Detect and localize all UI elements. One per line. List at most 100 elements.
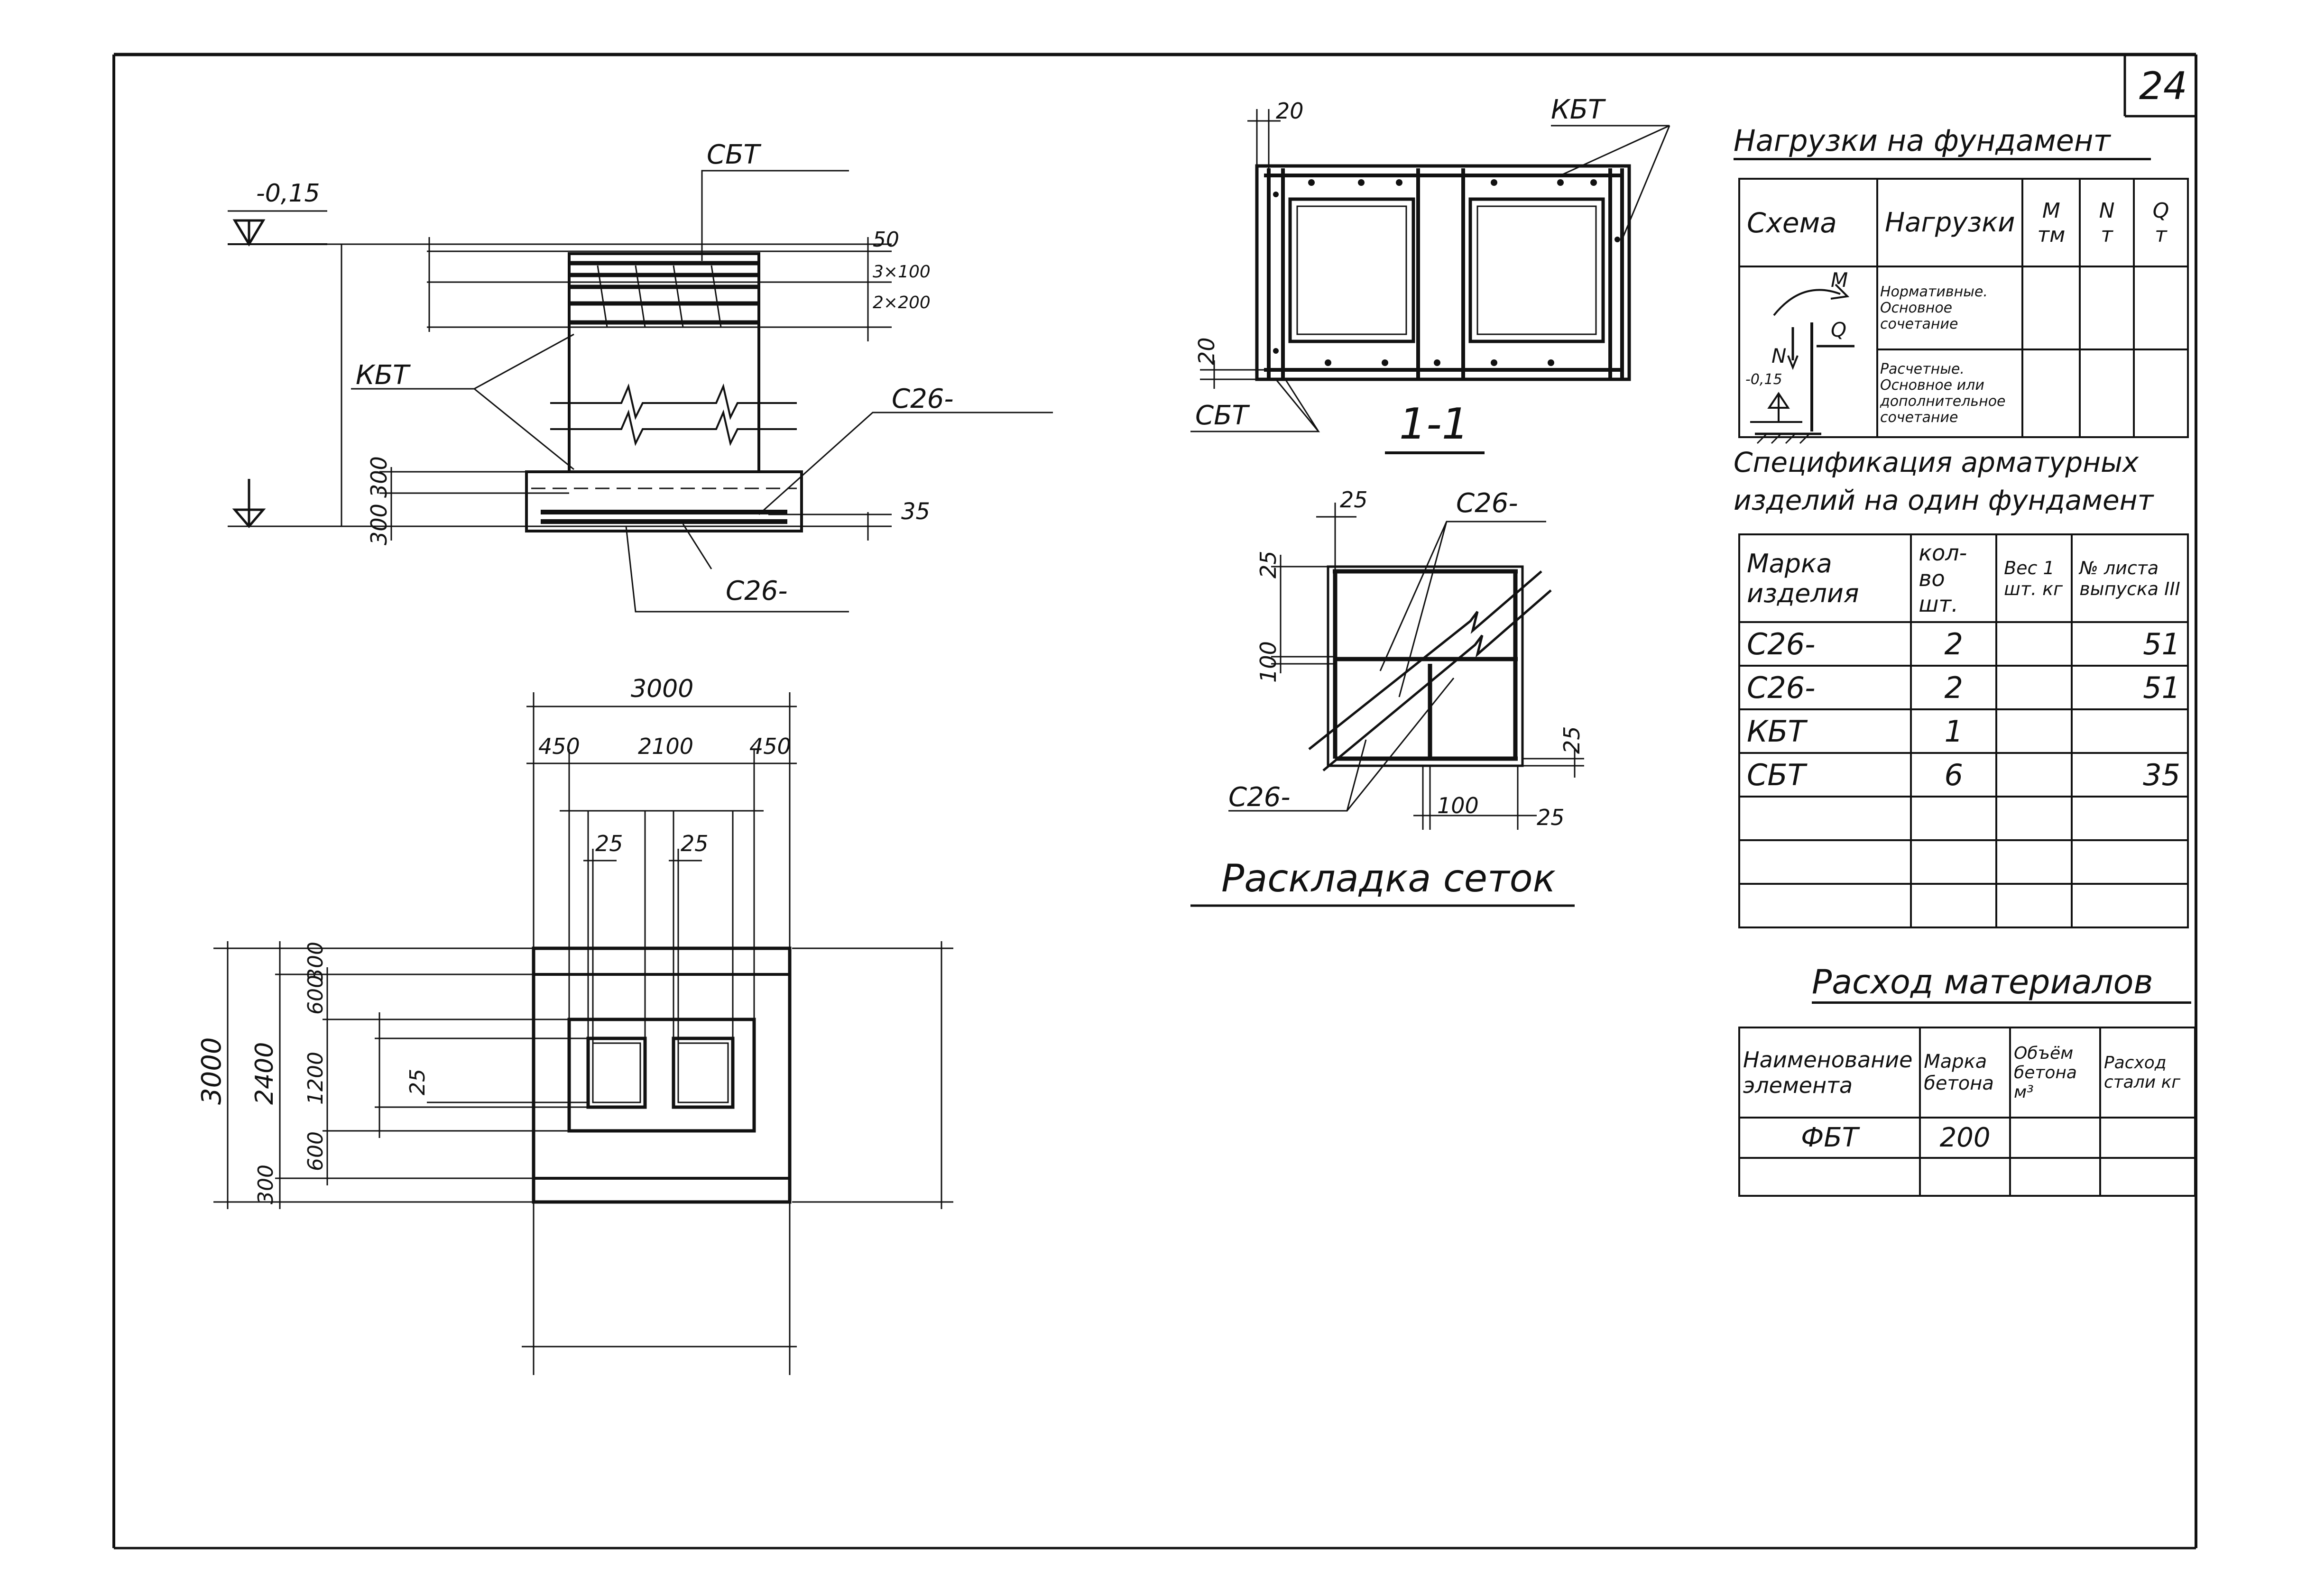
- material-table-title: Расход материалов: [1812, 963, 2191, 1004]
- spec-row-empty: [1738, 796, 2189, 841]
- spec-cell: [1738, 839, 1912, 885]
- loads-cell: [2132, 349, 2189, 438]
- label-c26-b: С26-: [726, 576, 788, 606]
- spec-cell: [1995, 796, 2073, 841]
- rebar-sbt: [569, 261, 759, 325]
- spec-cell: [1738, 883, 1912, 928]
- dim-top-450-left: 450: [538, 734, 580, 759]
- label-kbt: КБТ: [356, 360, 411, 391]
- dim-50: 50: [873, 228, 899, 252]
- material-header-row: Наименование элемента Марка бетона Объём…: [1738, 1027, 2196, 1119]
- spec-row-empty: [1738, 883, 2189, 928]
- mesh-dim-25-bottom: 25: [1537, 805, 1565, 830]
- loads-cell: [2021, 266, 2081, 350]
- spec-row: С26- 2 51: [1738, 621, 2189, 667]
- spec-cell: [1738, 796, 1912, 841]
- spec-row-qty: 1: [1910, 708, 1998, 754]
- material-cell: [1919, 1157, 2011, 1197]
- spec-row: КБТ 1: [1738, 708, 2189, 754]
- mesh-layout: 25 25 100 25 100 25 С26- С26- Раскладка …: [1190, 487, 1585, 907]
- material-cell: [2099, 1157, 2196, 1197]
- spec-row-sheet: [2071, 708, 2189, 754]
- spec-header-sheet: № листа выпуска III: [2071, 533, 2189, 623]
- mesh-label-c26-a: С26-: [1456, 488, 1518, 519]
- mesh-label-c26-b: С26-: [1228, 782, 1291, 813]
- spec-header-row: Марка изделия кол-во шт. Вес 1 шт. кг № …: [1738, 533, 2189, 623]
- loads-row-design-label: Расчетные. Основное или дополнительное с…: [1876, 349, 2024, 438]
- dim-top-2100: 2100: [638, 734, 693, 759]
- spec-cell: [1910, 839, 1998, 885]
- material-row-volume: [2009, 1117, 2101, 1159]
- dim-gap-25-a: 25: [595, 831, 623, 856]
- dim-2x200: 2×200: [873, 293, 931, 312]
- level-marker-bottom: [232, 479, 266, 528]
- spec-table: Марка изделия кол-во шт. Вес 1 шт. кг № …: [1738, 533, 2189, 928]
- label-sbt: СБТ: [707, 139, 762, 170]
- spec-row-empty: [1738, 839, 2189, 885]
- rebar-c26: [541, 510, 787, 524]
- section-title: 1-1: [1399, 399, 1469, 449]
- loads-header-scheme: Схема: [1738, 178, 1878, 267]
- spec-row-weight: [1995, 752, 2073, 798]
- loads-cell: [2079, 266, 2135, 350]
- spec-row-sheet: 51: [2071, 665, 2189, 710]
- loads-scheme-cell: [1738, 266, 1878, 438]
- spec-row-mark: КБТ: [1738, 708, 1912, 754]
- material-row-grade: 200: [1919, 1117, 2011, 1159]
- dim-300-a: 300: [366, 504, 392, 545]
- material-row-empty: [1738, 1157, 2196, 1197]
- dim-3x100: 3×100: [873, 262, 931, 282]
- material-cell: [2009, 1157, 2101, 1197]
- mesh-dim-25-left: 25: [1255, 550, 1281, 578]
- spec-cell: [2071, 839, 2189, 885]
- mesh-dim-100-left: 100: [1255, 641, 1281, 683]
- spec-row-mark: СБТ: [1738, 752, 1912, 798]
- material-row-steel: [2099, 1117, 2196, 1159]
- material-header-name: Наименование элемента: [1738, 1027, 1921, 1119]
- loads-cell: [2021, 349, 2081, 438]
- spec-header-qty: кол-во шт.: [1910, 533, 1998, 623]
- spec-table-title: Спецификация арматурных изделий на один …: [1734, 446, 2154, 516]
- dim-35: 35: [901, 498, 930, 525]
- loads-header-row: Схема Нагрузки М тм N т Q т: [1738, 178, 2189, 267]
- dim-gap-25-b: 25: [681, 831, 709, 856]
- loads-header-q: Q т: [2132, 178, 2189, 267]
- loads-row-normative-label: Нормативные. Основное сочетание: [1876, 266, 2024, 350]
- dim-left-300-top: 300: [304, 942, 328, 981]
- section-label-sbt: СБТ: [1195, 400, 1250, 431]
- level-marker-top: [232, 219, 266, 247]
- loads-cell: [2079, 349, 2135, 438]
- material-cell: [1738, 1157, 1921, 1197]
- dim-left-600-top: 600: [304, 975, 328, 1015]
- loads-header-m: М тм: [2021, 178, 2081, 267]
- material-row-name: ФБТ: [1738, 1117, 1921, 1159]
- spec-row-sheet: 51: [2071, 621, 2189, 667]
- dim-left-1200: 1200: [304, 1052, 328, 1105]
- spec-row: С26- 2 51: [1738, 665, 2189, 710]
- loads-row-design: Расчетные. Основное или дополнительное с…: [1739, 349, 2189, 438]
- foundation-elevation: -0,15: [228, 139, 1053, 613]
- mesh-dim-25-right: 25: [1559, 726, 1585, 754]
- dim-300-b: 300: [366, 456, 392, 498]
- spec-cell: [2071, 883, 2189, 928]
- spec-row-mark: С26-: [1738, 665, 1912, 710]
- section-dim-20-left: 20: [1194, 337, 1219, 365]
- foundation-plan: 3000 450 2100 450 25 25 3000 2400: [196, 675, 953, 1375]
- spec-row-qty: 2: [1910, 665, 1998, 710]
- loads-row-normative: Нормативные. Основное сочетание: [1738, 266, 2189, 438]
- spec-header-weight: Вес 1 шт. кг: [1995, 533, 2073, 623]
- material-row: ФБТ 200: [1738, 1117, 2196, 1159]
- spec-cell: [1995, 839, 2073, 885]
- section-label-kbt: КБТ: [1551, 94, 1606, 125]
- spec-cell: [1910, 883, 1998, 928]
- loads-header-n: N т: [2079, 178, 2135, 267]
- spec-row-weight: [1995, 621, 2073, 667]
- spec-row-weight: [1995, 708, 2073, 754]
- sheet-number: 24: [2139, 64, 2187, 108]
- spec-cell: [2071, 796, 2189, 841]
- dim-left-2400: 2400: [250, 1042, 279, 1105]
- spec-header-mark: Марка изделия: [1738, 533, 1912, 623]
- dim-left-300-bottom: 300: [254, 1165, 278, 1204]
